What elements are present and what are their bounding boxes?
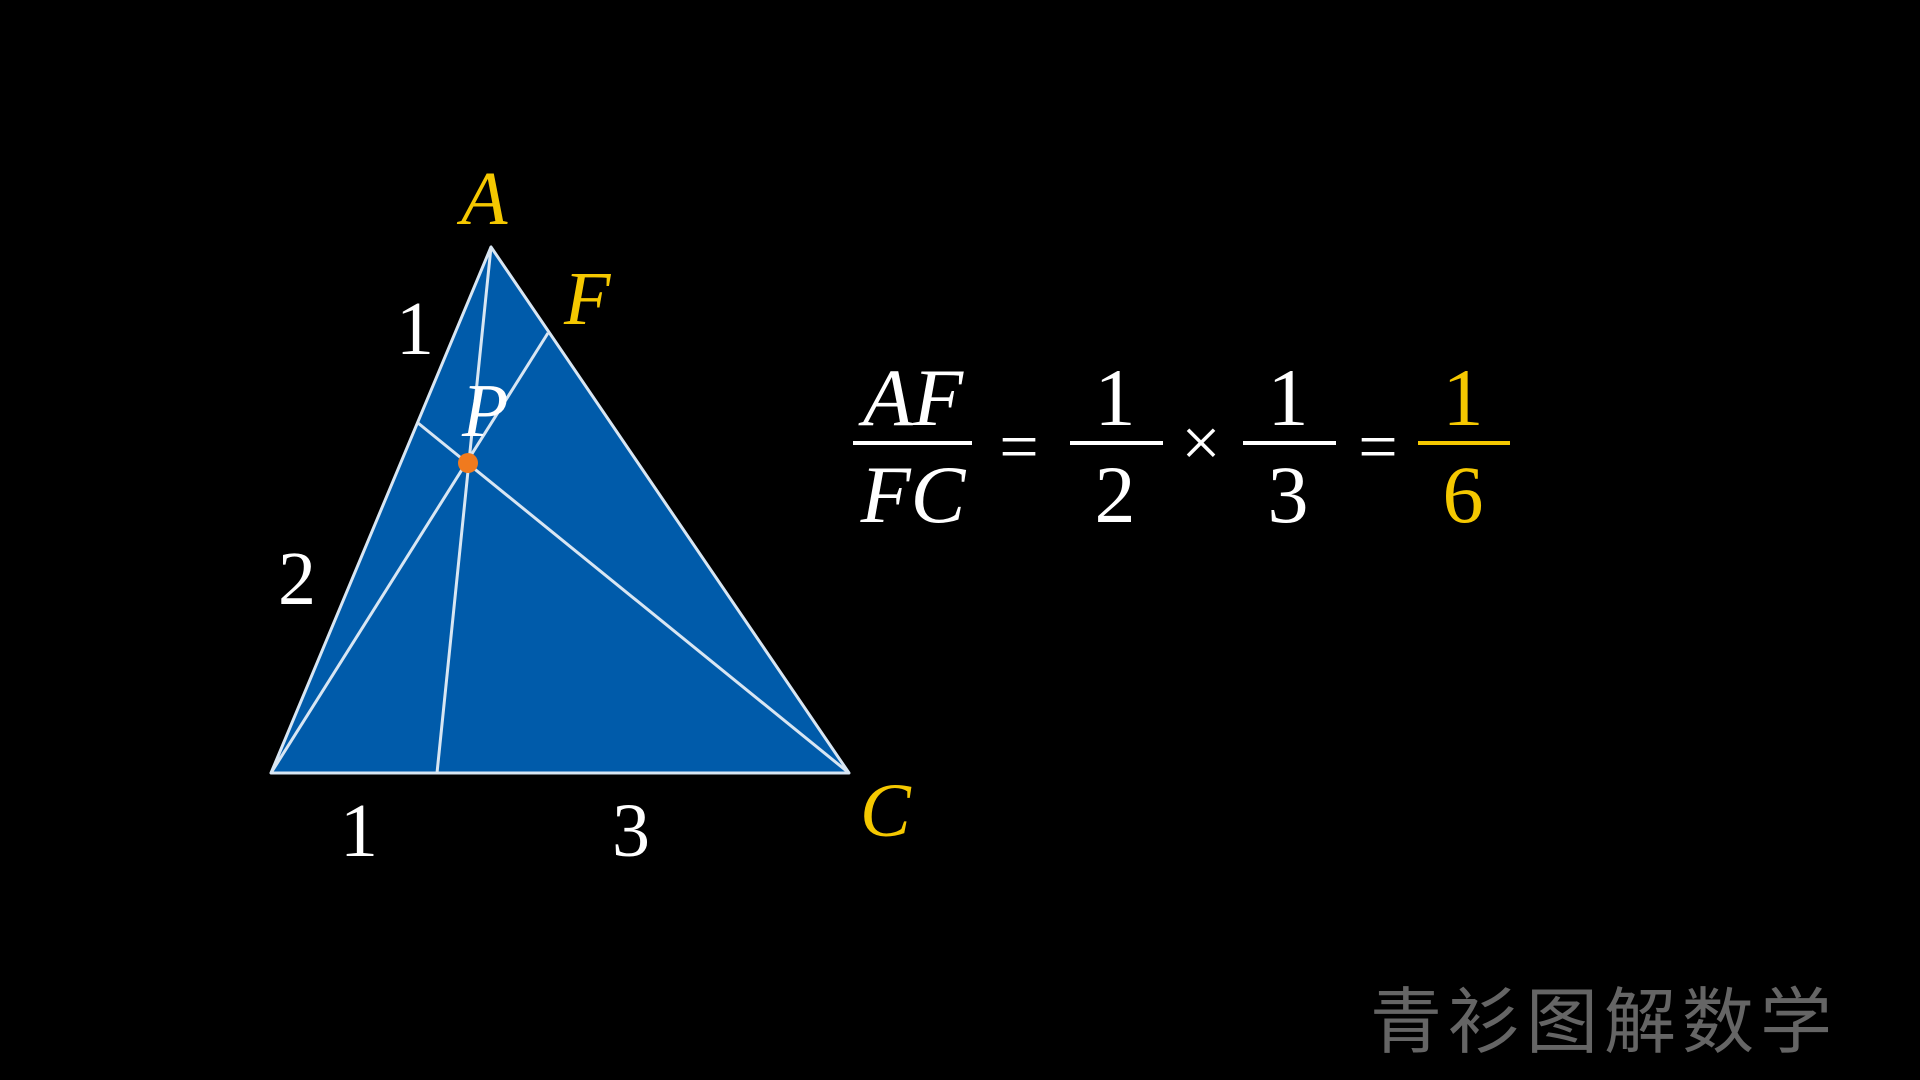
eq-result-denominator: 6 (1443, 449, 1484, 540)
eq-frac2-denominator: 3 (1268, 449, 1309, 540)
eq-frac2-numerator: 1 (1268, 352, 1309, 443)
eq-equals-1: = (999, 409, 1038, 486)
segment-label-base-right: 3 (612, 789, 650, 873)
cevian-c-to-ab (417, 421, 850, 775)
point-p (458, 453, 478, 473)
equation: AF FC = 1 2 × 1 3 = 1 6 (853, 352, 1510, 540)
watermark: 青衫图解数学 (1369, 980, 1838, 1064)
vertex-label-p: P (461, 369, 508, 453)
eq-frac1-numerator: 1 (1095, 352, 1136, 443)
eq-equals-2: = (1358, 409, 1397, 486)
cevian-b-to-f (269, 332, 550, 774)
segment-label-left-upper: 1 (396, 287, 434, 371)
cevian-a-to-base (435, 246, 493, 774)
eq-times: × (1181, 405, 1220, 482)
eq-result-numerator: 1 (1443, 352, 1484, 443)
eq-frac1-denominator: 2 (1095, 449, 1136, 540)
vertex-label-f: F (563, 257, 612, 341)
eq-lhs-denominator: FC (860, 449, 967, 540)
segment-label-left-lower: 2 (278, 537, 316, 621)
eq-lhs-numerator: AF (858, 352, 964, 443)
vertex-label-a: A (456, 157, 508, 241)
vertex-label-c: C (860, 769, 912, 853)
segment-label-base-left: 1 (340, 789, 378, 873)
triangle-abc (269, 245, 851, 775)
